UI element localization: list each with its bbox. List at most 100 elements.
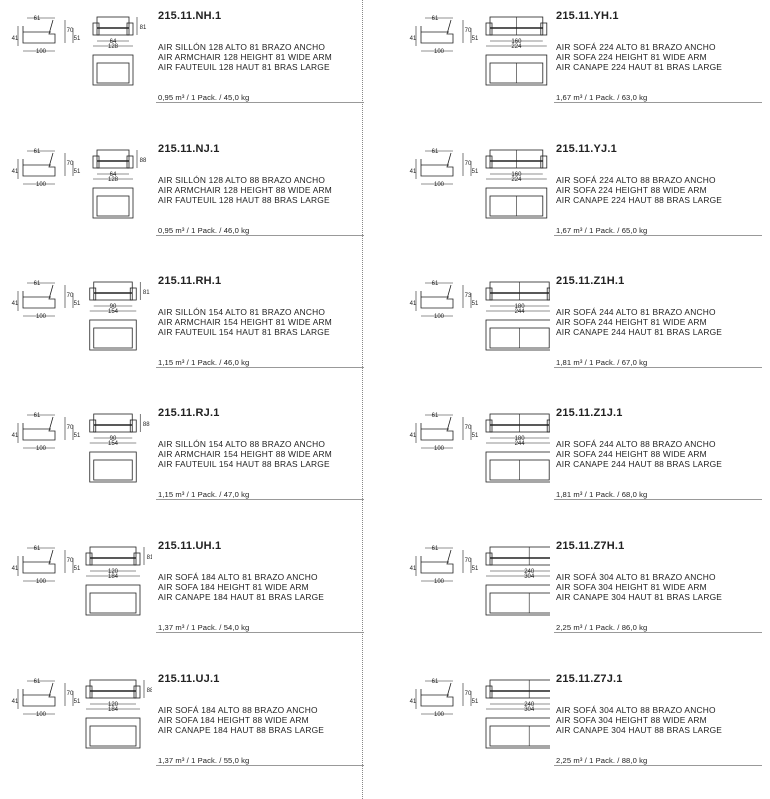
dim-depth-top-label: 61 <box>432 413 439 419</box>
front-arm-right <box>540 155 548 169</box>
side-profile <box>22 284 56 309</box>
dim-inner-label: 240 <box>524 569 535 575</box>
product-code: 215.11.UH.1 <box>158 540 222 552</box>
entry-rule <box>156 499 364 500</box>
top-view <box>89 319 137 351</box>
front-arm-left <box>92 155 100 169</box>
front-view: 88180244 <box>485 413 550 447</box>
dimension-drawing: 6141100705188240304 <box>398 663 550 795</box>
dim-depth-top-label: 61 <box>34 546 41 552</box>
dim-seat2-label: 51 <box>472 169 479 175</box>
entry-rule <box>554 499 762 500</box>
top-view <box>89 451 137 483</box>
top-view <box>485 319 550 351</box>
dim-seat-label: 73 <box>465 293 472 299</box>
description-line: AIR CANAPE 184 HAUT 88 BRAS LARGE <box>158 725 325 735</box>
dim-height-label: 41 <box>12 169 19 175</box>
top-outline <box>485 451 550 483</box>
front-back <box>96 16 130 36</box>
dim-seat2-label: 51 <box>472 566 479 572</box>
description-line: AIR CANAPE 304 HAUT 81 BRAS LARGE <box>556 592 723 602</box>
front-arm-left <box>89 419 97 433</box>
entry-rule <box>554 765 762 766</box>
description-line: AIR SOFÁ 304 ALTO 88 BRAZO ANCHO <box>556 705 716 715</box>
side-profile <box>22 416 56 441</box>
description-line: AIR FAUTEUIL 154 HAUT 88 BRAS LARGE <box>158 459 330 469</box>
dim-depth-top-label: 61 <box>34 679 41 685</box>
description-line: AIR ARMCHAIR 128 HEIGHT 81 WIDE ARM <box>158 52 332 62</box>
top-outline <box>89 451 137 483</box>
entry-rule <box>156 102 364 103</box>
dim-depth-top-label: 61 <box>432 679 439 685</box>
dimension-drawing: 6141100705181160224 <box>398 0 550 132</box>
dim-width-label: 128 <box>108 44 119 50</box>
dim-width-label: 244 <box>515 441 526 447</box>
dim-height-label: 41 <box>12 433 19 439</box>
packaging-info: 1,81 m³ / 1 Pack. / 67,0 kg <box>556 358 648 367</box>
product-code: 215.11.Z7J.1 <box>556 673 623 685</box>
top-seat <box>96 62 130 84</box>
dim-depth-top-label: 61 <box>34 16 41 22</box>
dim-inner-label: 64 <box>110 172 117 178</box>
front-back <box>489 546 550 566</box>
packaging-info: 1,15 m³ / 1 Pack. / 46,0 kg <box>158 358 250 367</box>
side-profile <box>420 416 454 441</box>
dim-seat2-label: 51 <box>472 36 479 42</box>
description-line: AIR SILLÓN 154 ALTO 88 BRAZO ANCHO <box>158 439 326 449</box>
top-outline <box>85 717 141 749</box>
top-seat <box>89 725 137 747</box>
top-view <box>485 54 548 86</box>
top-seat <box>93 459 133 481</box>
front-arm-right <box>546 287 550 301</box>
top-view <box>485 187 548 219</box>
description-line: AIR SILLÓN 128 ALTO 88 BRAZO ANCHO <box>158 175 326 185</box>
description-line: AIR ARMCHAIR 128 HEIGHT 88 WIDE ARM <box>158 185 332 195</box>
dim-depth-label: 100 <box>36 182 47 188</box>
description-line: AIR SOFÁ 244 ALTO 88 BRAZO ANCHO <box>556 439 716 449</box>
dim-inner-label: 90 <box>110 304 117 310</box>
dim-seat2-label: 51 <box>472 433 479 439</box>
product-code: 215.11.YH.1 <box>556 10 619 22</box>
description-line: AIR CANAPE 244 HAUT 81 BRAS LARGE <box>556 327 723 337</box>
front-arm-left <box>89 287 97 301</box>
front-back <box>89 546 137 566</box>
dim-depth-label: 100 <box>434 579 445 585</box>
dim-height-label: 41 <box>410 699 417 705</box>
dim-width-label: 224 <box>511 44 522 50</box>
column-divider <box>362 0 363 799</box>
description-line: AIR SILLÓN 128 ALTO 81 BRAZO ANCHO <box>158 42 326 52</box>
side-profile <box>420 152 454 177</box>
top-seat <box>93 327 133 349</box>
dim-width-label: 154 <box>108 441 119 447</box>
dim-depth-label: 100 <box>434 314 445 320</box>
dim-height-label: 41 <box>410 36 417 42</box>
front-back <box>489 679 550 699</box>
dim-depth-top-label: 61 <box>34 149 41 155</box>
dim-depth-label: 100 <box>434 446 445 452</box>
product-code: 215.11.Z1J.1 <box>556 407 623 419</box>
front-arm-left <box>485 685 493 699</box>
top-view <box>85 717 141 749</box>
dim-width-label: 224 <box>511 177 522 183</box>
description-line: AIR FAUTEUIL 128 HAUT 81 BRAS LARGE <box>158 62 330 72</box>
